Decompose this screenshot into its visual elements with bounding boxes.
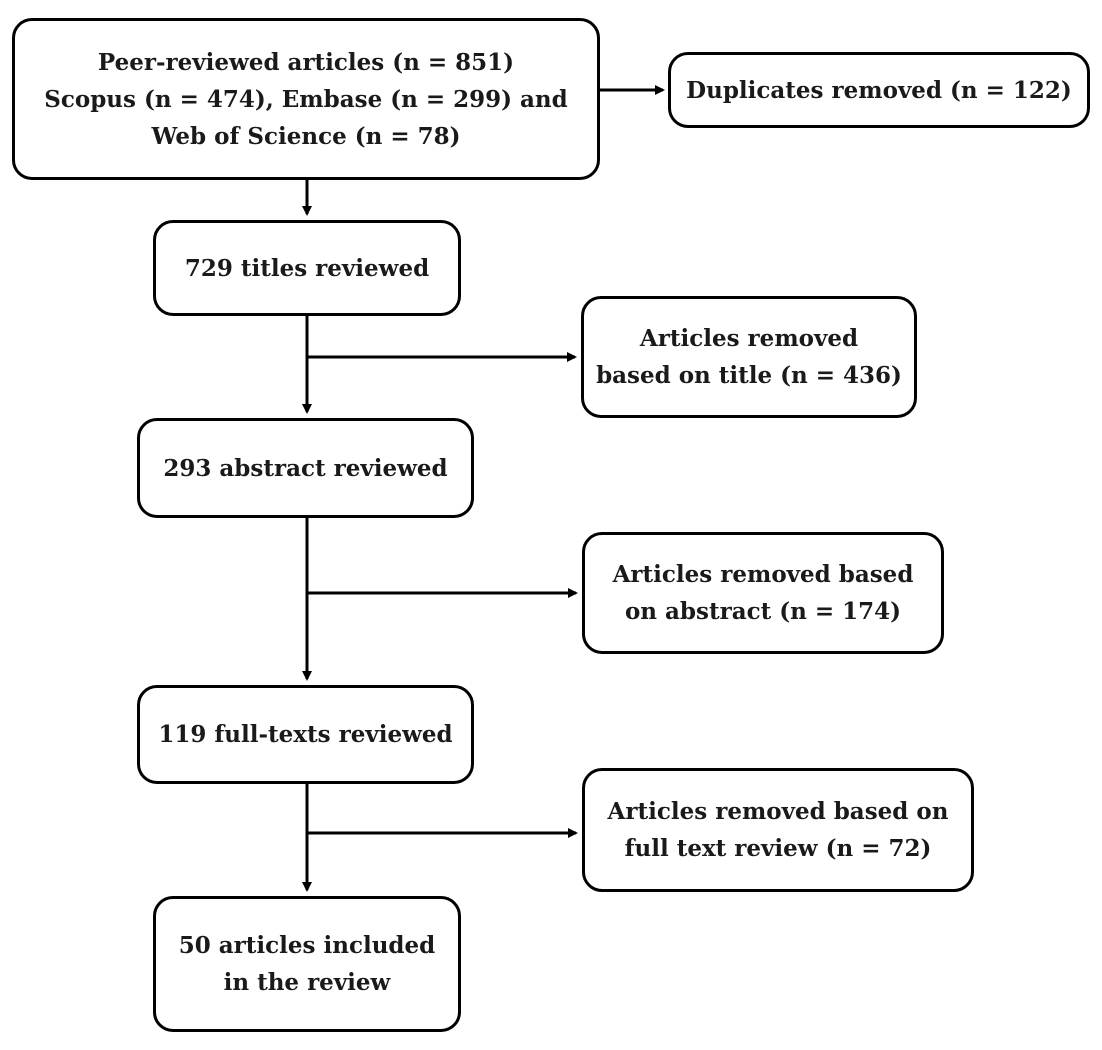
titles-reviewed-box: 729 titles reviewed — [153, 220, 461, 316]
fulltexts-reviewed-box: 119 full-texts reviewed — [137, 685, 474, 784]
removed-fulltext-box: Articles removed based on full text revi… — [582, 768, 974, 892]
included-box: 50 articles included in the review — [153, 896, 461, 1032]
removed-title-box: Articles removed based on title (n = 436… — [581, 296, 917, 418]
removed-abstract-box: Articles removed based on abstract (n = … — [582, 532, 944, 654]
abstracts-reviewed-box: 293 abstract reviewed — [137, 418, 474, 518]
records-identified-box: Peer-reviewed articles (n = 851) Scopus … — [12, 18, 600, 180]
duplicates-removed-box: Duplicates removed (n = 122) — [668, 52, 1090, 128]
